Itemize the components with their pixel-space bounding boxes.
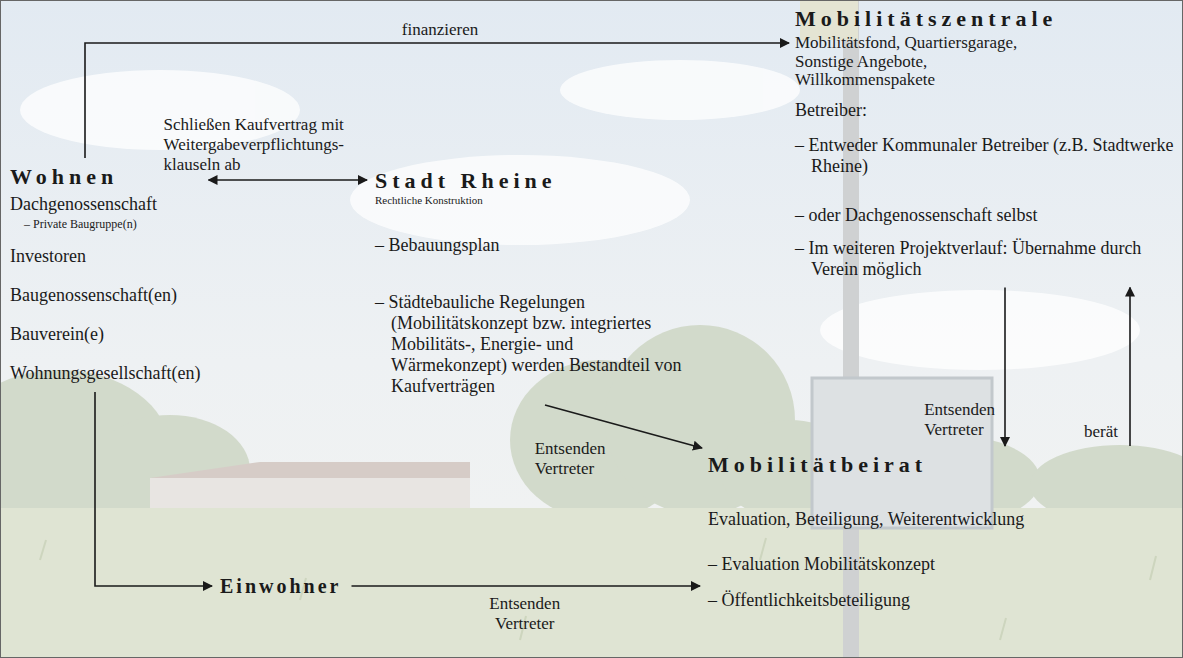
body-text: Investoren (10, 246, 201, 267)
edge-label: berät (1084, 422, 1118, 442)
connector-arrow (1129, 288, 1131, 447)
bullet-item: – Öffentlichkeitsbeteiligung (708, 590, 1138, 611)
node-heading: Mobilitätbeirat (708, 452, 1138, 478)
text-group: MobilitätszentraleMobilitätsfond, Quarti… (795, 6, 1175, 280)
body-text: Evaluation, Beteiligung, Weiterentwicklu… (708, 509, 1138, 530)
text-group: MobilitätbeiratEvaluation, Beteiligung, … (708, 452, 1138, 611)
node-heading: Stadt Rheine (375, 168, 685, 194)
sub-item: – Private Baugruppe(n) (10, 217, 201, 232)
edge-label: Entsenden Vertreter (489, 594, 560, 634)
body-text: Baugenossenschaft(en) (10, 285, 201, 306)
subtitle: Rechtliche Konstruktion (375, 194, 685, 207)
text-group: Stadt RheineRechtliche Konstruktion – Beb… (375, 168, 685, 397)
bullet-item: – Evaluation Mobilitätskonzept (708, 554, 1138, 575)
connector-arrow (95, 392, 212, 586)
body-text: Betreiber: (795, 100, 1175, 121)
bullet-item: – Städtebauliche Regelungen (Mobilitätsk… (375, 292, 685, 397)
edge-label: Schließen Kaufvertrag mit Weitergabeverp… (164, 115, 379, 175)
building-roof (150, 462, 470, 478)
connector-arrow (352, 585, 701, 587)
text-group: Einwohner (220, 574, 341, 598)
edge-label: Entsenden Vertreter (535, 439, 606, 479)
edge-label: finanzieren (402, 20, 478, 40)
text-group: WohnenDachgenossenschaft– Private Baugru… (10, 164, 201, 384)
meadow (0, 508, 1183, 658)
connector-arrow (209, 179, 368, 181)
body-text: Mobilitätsfond, Quartiersgarage, Sonstig… (795, 34, 1065, 90)
bullet-item: – Bebauungsplan (375, 235, 685, 256)
edge-label: Entsenden Vertreter (924, 400, 995, 440)
body-text: Wohnungsgesellschaft(en) (10, 363, 201, 384)
connector-arrow (1004, 288, 1006, 447)
bullet-item: – Im weiteren Projektverlauf: Übernahme … (795, 238, 1175, 280)
bullet-item: – Entweder Kommunaler Betreiber (z.B. St… (795, 135, 1175, 177)
grass (40, 538, 1156, 640)
bullet-item: – oder Dachgenossenschaft selbst (795, 205, 1175, 226)
body-text: Bauverein(e) (10, 324, 201, 345)
node-heading: Mobilitätszentrale (795, 6, 1175, 32)
node-heading: Einwohner (220, 574, 341, 598)
body-text: Dachgenossenschaft (10, 194, 201, 215)
